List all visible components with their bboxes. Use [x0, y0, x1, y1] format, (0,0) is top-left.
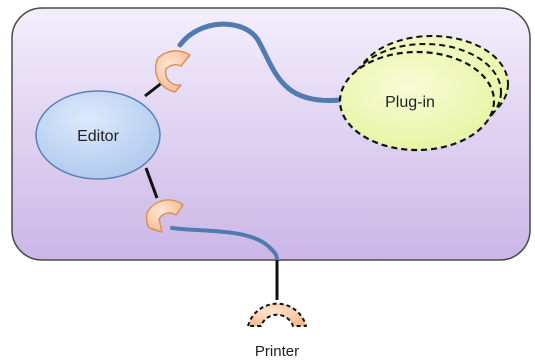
top-socket-icon — [154, 50, 191, 93]
editor-to-top-socket-line — [144, 80, 164, 98]
plugin-cable — [177, 21, 343, 103]
editor-label: Editor — [77, 128, 119, 145]
printer-cable — [170, 226, 279, 262]
plugin-label: Plug-in — [385, 94, 435, 111]
printer-label: Printer — [255, 343, 299, 360]
printer-socket-icon — [247, 302, 307, 327]
plugin-stack: Plug-in — [338, 35, 509, 152]
plugin-node — [338, 50, 496, 152]
editor-node — [35, 90, 161, 180]
bottom-socket-icon — [145, 199, 184, 233]
editor-to-bottom-socket-line — [144, 167, 159, 199]
